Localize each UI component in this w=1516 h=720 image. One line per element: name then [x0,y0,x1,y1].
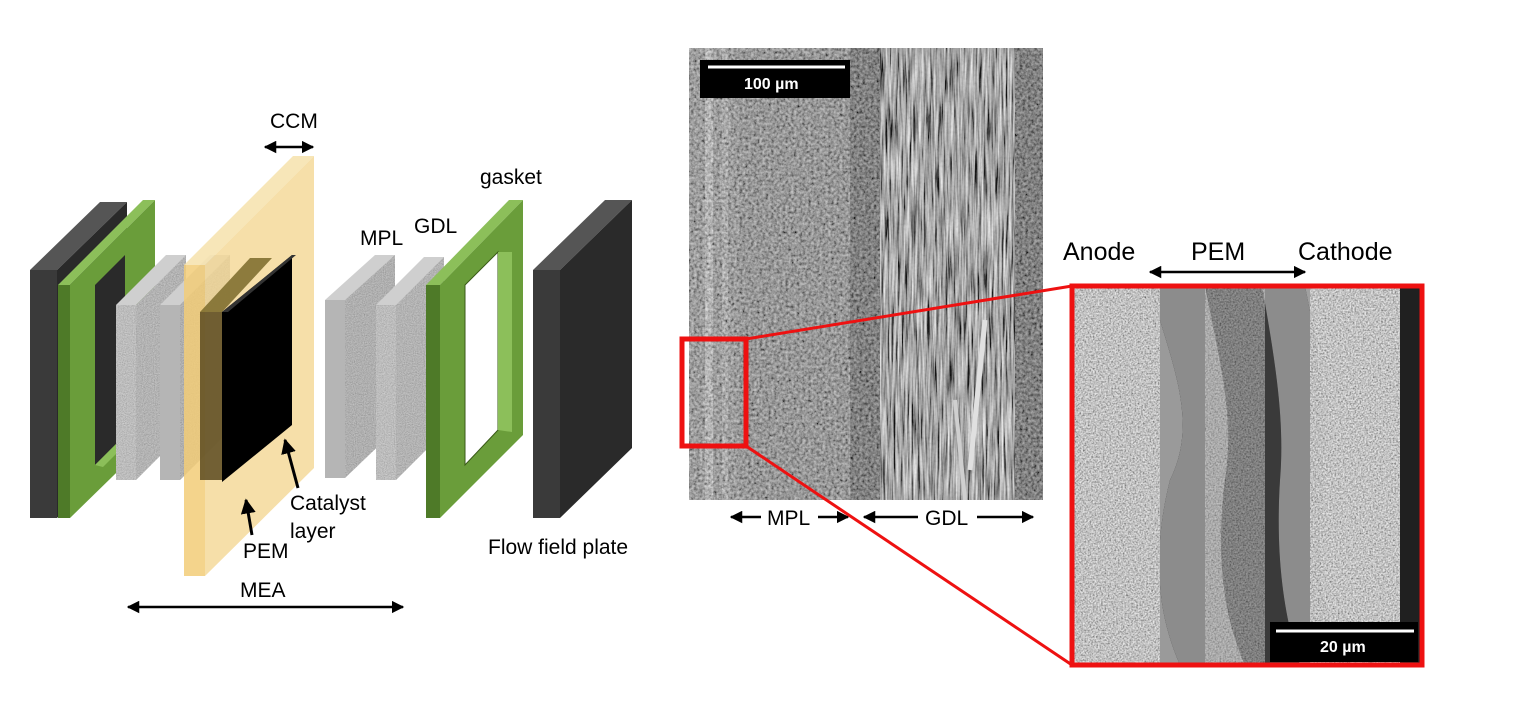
sem-zoom-scale-box [1270,622,1418,662]
zoom-connector-top [745,284,1073,341]
catalyst-pointer [281,438,300,489]
sem-gdl-label: GDL [925,507,968,530]
mea-label: MEA [240,579,286,602]
zoom-connector-bottom [745,444,1073,667]
ccm-label: CCM [270,110,318,133]
catalyst-layer-label-2: layer [290,520,336,543]
sem-overview-scale-label: 100 µm [744,76,799,93]
exploded-view: CCM gasket MPL GDL Catalyst layer PEM Fl… [30,110,632,614]
sem-zoom: 20 µm Anode PEM Cathode [1063,238,1425,668]
gdl-label: GDL [414,215,457,238]
sem-zoom-frame [1069,283,1425,668]
cathode-label: Cathode [1298,238,1393,266]
anode-catalyst-layer [200,258,272,480]
catalyst-layer-label-1: Catalyst [290,492,366,515]
pem-pointer [240,498,256,536]
sem-mpl-label: MPL [767,507,810,530]
mpl-label: MPL [360,227,403,250]
right-gasket [426,200,523,518]
sem-overview: 100 µm MPL GDL [679,48,1043,530]
zoom-pem-label: PEM [1191,238,1245,266]
right-flow-field-plate [533,200,632,518]
sem-highlight-box [679,336,749,449]
gasket-label: gasket [480,166,542,189]
pem-label: PEM [243,540,289,563]
cathode-catalyst-layer [222,255,296,482]
sem-zoom-scale-label: 20 µm [1320,639,1366,656]
flow-field-plate-label: Flow field plate [488,536,628,559]
anode-label: Anode [1063,238,1135,266]
